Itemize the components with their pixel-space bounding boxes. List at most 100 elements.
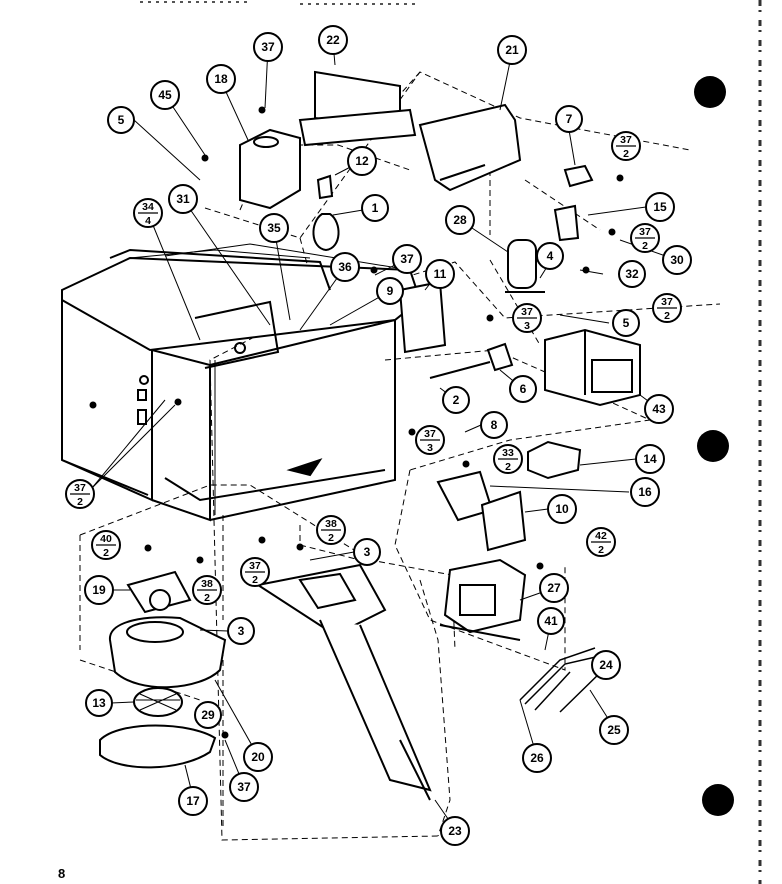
svg-text:8: 8: [491, 418, 498, 432]
svg-text:12: 12: [355, 154, 369, 168]
callout-36: 36: [330, 252, 360, 282]
svg-text:38: 38: [201, 578, 213, 590]
callout-10: 10: [547, 494, 577, 524]
part-6-plug: [429, 342, 514, 379]
callout-21: 21: [497, 35, 527, 65]
svg-text:37: 37: [237, 780, 251, 794]
part-19-fan-motor: [126, 570, 192, 614]
callout-37-3-b: 373: [415, 425, 445, 455]
part-15-bracket: [553, 204, 580, 242]
svg-text:31: 31: [176, 192, 190, 206]
cabinet-chassis: [61, 243, 422, 522]
callout-37-2-c: 372: [652, 293, 682, 323]
svg-text:37: 37: [400, 252, 414, 266]
callout-41: 41: [537, 607, 565, 635]
svg-text:3: 3: [427, 442, 433, 454]
svg-text:4: 4: [547, 249, 554, 263]
svg-text:10: 10: [555, 502, 569, 516]
svg-text:29: 29: [201, 708, 215, 722]
callout-26: 26: [522, 743, 552, 773]
part-13-fan-blade: [133, 687, 183, 717]
callout-31: 31: [168, 184, 198, 214]
callout-45: 45: [150, 80, 180, 110]
svg-text:2: 2: [204, 592, 210, 604]
svg-text:19: 19: [92, 583, 106, 597]
svg-text:23: 23: [448, 824, 462, 838]
callout-13: 13: [85, 689, 113, 717]
svg-text:32: 32: [625, 267, 639, 281]
svg-text:2: 2: [328, 532, 334, 544]
svg-text:41: 41: [544, 614, 558, 628]
callout-38-2-b: 382: [192, 575, 222, 605]
svg-text:36: 36: [338, 260, 352, 274]
svg-text:43: 43: [652, 402, 666, 416]
callout-32: 32: [618, 260, 646, 288]
part-21-bracket: [418, 103, 522, 192]
svg-text:2: 2: [642, 240, 648, 252]
callout-8: 8: [480, 411, 508, 439]
svg-text:33: 33: [502, 447, 514, 459]
svg-text:9: 9: [387, 284, 394, 298]
svg-text:42: 42: [595, 530, 607, 542]
callout-33-2: 332: [493, 444, 523, 474]
svg-text:2: 2: [623, 148, 629, 160]
svg-text:37: 37: [620, 134, 632, 146]
callout-20: 20: [243, 742, 273, 772]
callout-3-blower: 3: [227, 617, 255, 645]
callout-43: 43: [644, 394, 674, 424]
part-14-relay: [527, 440, 582, 480]
svg-text:5: 5: [118, 113, 125, 127]
callout-30: 30: [662, 245, 692, 275]
svg-text:22: 22: [326, 33, 340, 47]
svg-text:37: 37: [74, 482, 86, 494]
callout-40-2: 402: [91, 530, 121, 560]
svg-text:30: 30: [670, 253, 684, 267]
svg-text:21: 21: [505, 43, 519, 57]
svg-text:15: 15: [653, 200, 667, 214]
callout-16: 16: [630, 477, 660, 507]
callout-35: 35: [259, 213, 289, 243]
callout-37-3-a: 373: [512, 303, 542, 333]
scan-artifacts: [140, 0, 782, 884]
callout-28: 28: [445, 205, 475, 235]
callout-18: 18: [206, 64, 236, 94]
svg-text:37: 37: [639, 226, 651, 238]
part-43-magnetron: [544, 328, 641, 407]
svg-text:3: 3: [238, 624, 245, 638]
callout-5-right: 5: [612, 309, 640, 337]
callout-37-mid: 37: [392, 244, 422, 274]
callout-5-left: 5: [107, 106, 135, 134]
part-17-fan-plate: [99, 724, 217, 769]
svg-text:35: 35: [267, 221, 281, 235]
callout-27: 27: [539, 573, 569, 603]
callout-38-2-a: 382: [316, 515, 346, 545]
callout-12: 12: [347, 146, 377, 176]
part-22-cover: [298, 70, 417, 147]
callout-37-bottom: 37: [229, 772, 259, 802]
svg-text:26: 26: [530, 751, 544, 765]
svg-text:6: 6: [520, 382, 527, 396]
part-28-capacitor: [505, 239, 545, 293]
part-18-lamp-housing: [239, 128, 301, 210]
svg-text:20: 20: [251, 750, 265, 764]
callout-24: 24: [591, 650, 621, 680]
callout-37-2-a: 372: [611, 131, 641, 161]
fraction-callouts: 344 372 372 372 373 373 332 372 402 382 …: [65, 131, 682, 605]
svg-text:2: 2: [252, 574, 258, 586]
svg-text:2: 2: [77, 496, 83, 508]
part-10-control-board: [436, 470, 527, 552]
callouts: 1 2 3 3 4 5 5 6 7 8 9 10 11 12 13 14 15 …: [84, 25, 692, 846]
svg-text:34: 34: [142, 201, 154, 213]
svg-text:28: 28: [453, 213, 467, 227]
callout-2: 2: [442, 386, 470, 414]
part-7-switch: [563, 164, 594, 188]
svg-text:37: 37: [424, 428, 436, 440]
callout-42-2: 422: [586, 527, 616, 557]
svg-text:24: 24: [599, 658, 613, 672]
svg-text:4: 4: [145, 215, 151, 227]
svg-text:40: 40: [100, 533, 112, 545]
svg-text:3: 3: [524, 320, 530, 332]
callout-37-2-e: 372: [240, 557, 270, 587]
svg-text:11: 11: [434, 267, 447, 281]
